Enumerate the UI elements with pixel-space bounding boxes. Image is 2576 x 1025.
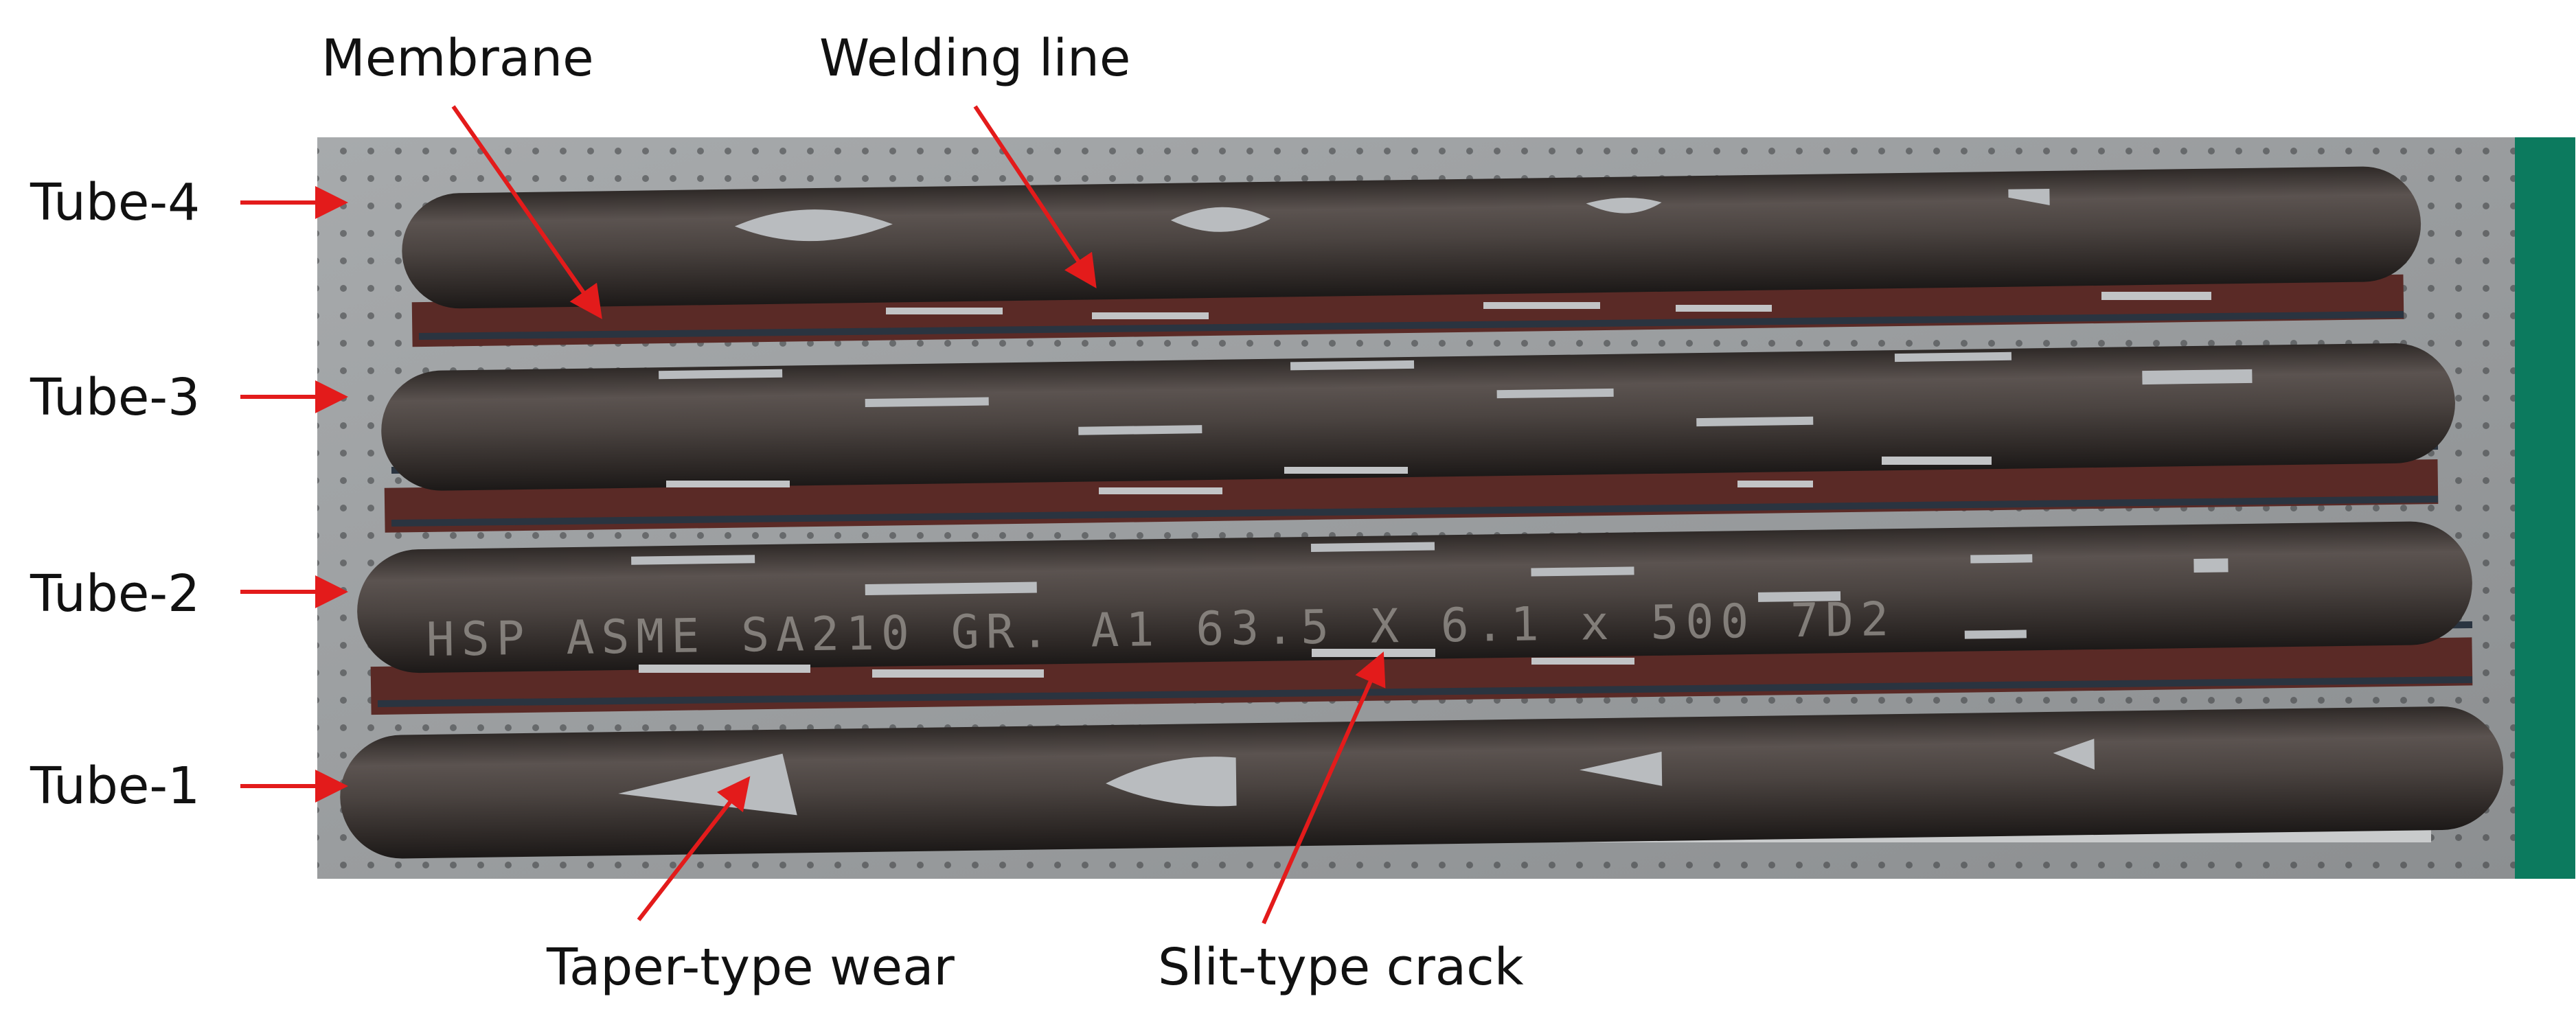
welding-line (377, 676, 2473, 707)
slit-defect (1099, 487, 1222, 494)
taper-defect (734, 209, 893, 242)
slit-defect (1696, 416, 1814, 427)
slit-defect (666, 481, 790, 487)
tube-2: HSP ASME SA210 GR. A1 63.5 X 6.1 x 500 7… (357, 521, 2472, 673)
tube-4-label: Tube-4 (30, 173, 201, 232)
slit-defect (1531, 658, 1634, 665)
arrow-taper-wear (637, 776, 751, 921)
taper-defect (1579, 751, 1663, 786)
taper-defect (618, 753, 797, 816)
slit-defect (1310, 542, 1435, 552)
taper-defect (1586, 198, 1662, 214)
slit-defect (1737, 481, 1813, 487)
slit-defect (1092, 312, 1209, 319)
taper-defect (2053, 739, 2095, 770)
arrow-slit-crack (1262, 652, 1386, 925)
taper-defect (1170, 207, 1270, 232)
taper-defect (1106, 757, 1237, 807)
welding-line (391, 496, 2439, 527)
tube-3-label: Tube-3 (30, 368, 201, 427)
membrane-label: Membrane (321, 29, 594, 88)
tube-1-label: Tube-1 (30, 757, 201, 816)
slit-defect (886, 308, 1003, 314)
slit-defect (1970, 554, 2033, 564)
slit-defect (1496, 388, 1614, 399)
slit-defect (2101, 292, 2211, 300)
arrow-welding-line (973, 105, 1097, 288)
taper-wear-label: Taper-type wear (547, 938, 955, 997)
slit-defect (659, 369, 783, 380)
slit-defect (1290, 360, 1415, 371)
slit-defect (2193, 558, 2229, 573)
slit-defect (1531, 566, 1634, 577)
slit-defect (1676, 305, 1772, 312)
welding-line-label: Welding line (819, 29, 1131, 88)
tube-3 (381, 343, 2455, 491)
welding-line (418, 311, 2404, 340)
slit-defect (865, 397, 989, 408)
taper-defect (2008, 188, 2050, 205)
tube-2-label: Tube-2 (30, 564, 201, 623)
slit-defect (1757, 591, 1841, 602)
slit-defect (1312, 649, 1435, 657)
slit-defect (631, 555, 755, 565)
slit-defect (872, 669, 1044, 678)
slit-crack-label: Slit-type crack (1158, 938, 1524, 997)
slit-defect (1284, 467, 1408, 474)
slit-defect (639, 665, 810, 673)
slit-defect (865, 581, 1037, 596)
tube-4 (402, 166, 2421, 309)
tube-1 (340, 706, 2503, 859)
slit-defect (1882, 457, 1992, 465)
arrow-membrane (451, 105, 602, 319)
slit-defect (1078, 425, 1202, 435)
slit-defect (1894, 352, 2012, 362)
slit-defect (1964, 630, 2027, 639)
slit-defect (2142, 369, 2253, 385)
slit-defect (1483, 302, 1600, 309)
